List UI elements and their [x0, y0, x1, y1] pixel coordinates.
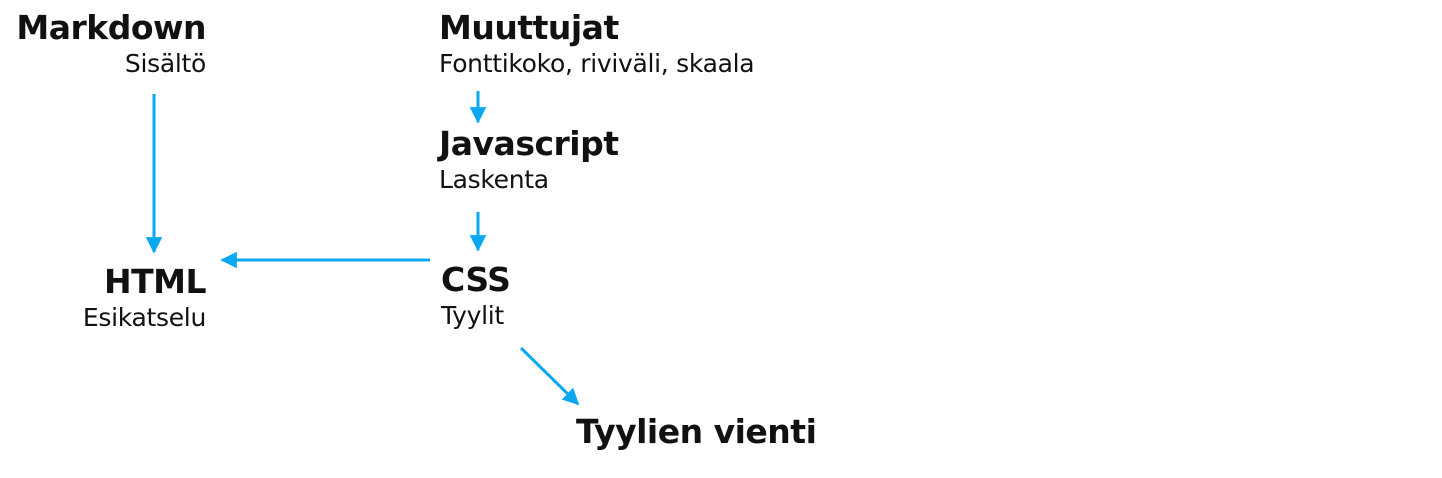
edge-css-to-vienti: [519, 346, 580, 406]
node-muuttujat: Muuttujat Fonttikoko, riviväli, skaala: [439, 8, 755, 80]
node-markdown-subtitle: Sisältö: [124, 49, 206, 78]
node-vienti-title: Tyylien vienti: [576, 412, 817, 451]
node-muuttujat-subtitle: Fonttikoko, riviväli, skaala: [439, 49, 755, 78]
node-css: CSS Tyylit: [441, 260, 511, 332]
node-javascript: Javascript Laskenta: [439, 124, 619, 196]
node-html-title: HTML: [104, 262, 207, 301]
node-javascript-subtitle: Laskenta: [439, 165, 549, 194]
node-markdown: Markdown Sisältö: [16, 8, 206, 80]
node-muuttujat-title: Muuttujat: [439, 8, 619, 47]
node-html: HTML Esikatselu: [82, 262, 207, 334]
node-markdown-title: Markdown: [16, 8, 206, 47]
node-javascript-title: Javascript: [439, 124, 619, 163]
node-css-title: CSS: [441, 260, 511, 299]
node-html-subtitle: Esikatselu: [82, 303, 206, 332]
node-vienti: Tyylien vienti: [576, 412, 817, 452]
node-css-subtitle: Tyylit: [441, 301, 504, 330]
